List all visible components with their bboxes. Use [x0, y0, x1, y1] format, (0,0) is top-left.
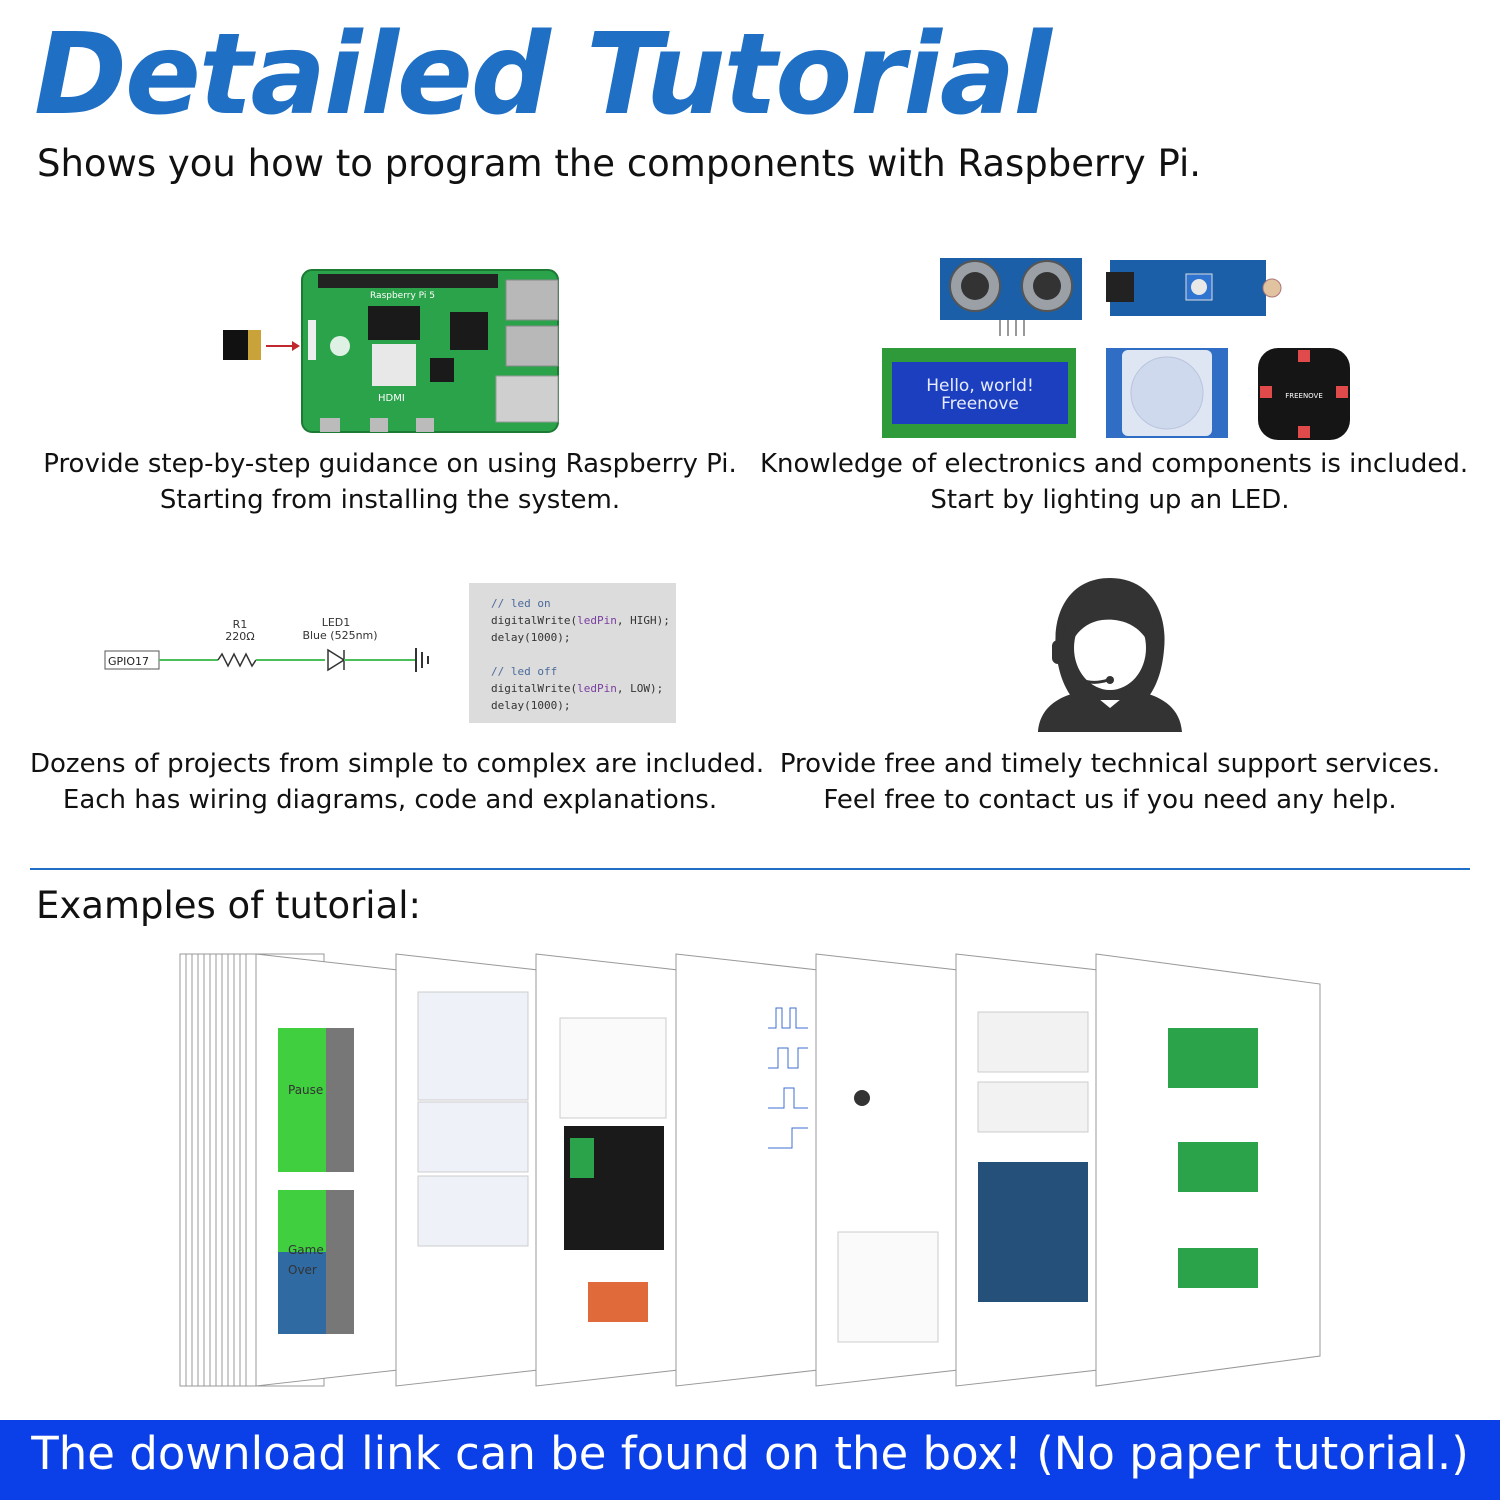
- led-name: LED1: [322, 616, 351, 629]
- caption-line: Feel free to contact us if you need any …: [823, 785, 1397, 815]
- resistor-value: 220Ω: [225, 630, 254, 643]
- led-value: Blue (525nm): [302, 629, 377, 642]
- game-label: Game: [288, 1243, 324, 1257]
- over-label: Over: [288, 1263, 317, 1277]
- examples-heading: Examples of tutorial:: [36, 884, 421, 927]
- section-divider: [30, 868, 1470, 870]
- lcd-line-2: Freenove: [941, 394, 1019, 414]
- caption-line: Starting from installing the system.: [159, 485, 621, 515]
- caption-line: Provide step-by-step guidance on using R…: [43, 449, 737, 479]
- gpio-pin-label: GPIO17: [108, 655, 149, 668]
- download-banner-text: The download link can be found on the bo…: [31, 1427, 1469, 1480]
- tutorial-page-circuit: [535, 953, 679, 1387]
- tutorial-page-game: Pause Game Over: [255, 953, 399, 1387]
- caption-line: Each has wiring diagrams, code and expla…: [62, 785, 718, 815]
- page-subtitle: Shows you how to program the components …: [37, 142, 1201, 185]
- pir-sensor-icon: [1106, 348, 1228, 438]
- tutorial-page-transistor: [815, 953, 959, 1387]
- resistor-name: R1: [233, 618, 248, 631]
- caption-line: Knowledge of electronics and components …: [760, 449, 1469, 479]
- code-comment: // led on: [491, 597, 551, 610]
- micro-sd-card-icon: [223, 330, 300, 360]
- feature-caption-raspberry-pi: Provide step-by-step guidance on using R…: [40, 446, 740, 518]
- tutorial-page-vnc: [955, 953, 1099, 1387]
- pause-label: Pause: [288, 1083, 323, 1097]
- code-comment: // led off: [491, 665, 558, 678]
- code-line: delay(1000);: [491, 631, 571, 644]
- lcd-line-1: Hello, world!: [926, 376, 1034, 396]
- led-circuit-diagram: GPIO17 R1 220Ω LED1 Blue (525nm): [104, 616, 429, 672]
- caption-line: Provide free and timely technical suppor…: [779, 749, 1441, 779]
- light-sensor-module-icon: [1106, 260, 1282, 316]
- code-line: delay(1000);: [491, 699, 571, 712]
- caption-line: Start by lighting up an LED.: [930, 485, 1290, 515]
- board-label: Raspberry Pi 5: [370, 291, 435, 301]
- lcd1602-icon: Hello, world! Freenove: [882, 348, 1076, 438]
- tutorial-page-code: [395, 953, 539, 1387]
- code-line: digitalWrite(ledPin, HIGH);: [491, 614, 670, 627]
- feature-caption-projects: Dozens of projects from simple to comple…: [30, 746, 765, 818]
- electronic-components-image: Hello, world! Freenove FREENOVE: [882, 258, 1350, 440]
- tutorial-pages-preview: Pause Game Over: [179, 953, 1321, 1387]
- ws2812-brand: FREENOVE: [1285, 392, 1323, 400]
- support-agent-icon: [1038, 578, 1182, 732]
- tutorial-page-pwm: [675, 953, 819, 1387]
- feature-caption-electronics: Knowledge of electronics and components …: [760, 446, 1469, 518]
- rgb-led-module-icon: FREENOVE: [1258, 348, 1350, 440]
- feature-caption-support: Provide free and timely technical suppor…: [760, 746, 1460, 818]
- download-banner: [0, 1420, 1500, 1500]
- caption-line: Dozens of projects from simple to comple…: [30, 749, 765, 779]
- raspberry-pi-board-image: Raspberry Pi 5 HDMI: [223, 269, 559, 433]
- hdmi-label: HDMI: [378, 393, 405, 404]
- tutorial-page-hardware: [1095, 953, 1321, 1387]
- ultrasonic-sensor-icon: [940, 258, 1082, 336]
- code-snippet: // led on digitalWrite(ledPin, HIGH); de…: [469, 583, 676, 723]
- page-title: Detailed Tutorial: [34, 10, 1052, 140]
- code-line: digitalWrite(ledPin, LOW);: [491, 682, 664, 695]
